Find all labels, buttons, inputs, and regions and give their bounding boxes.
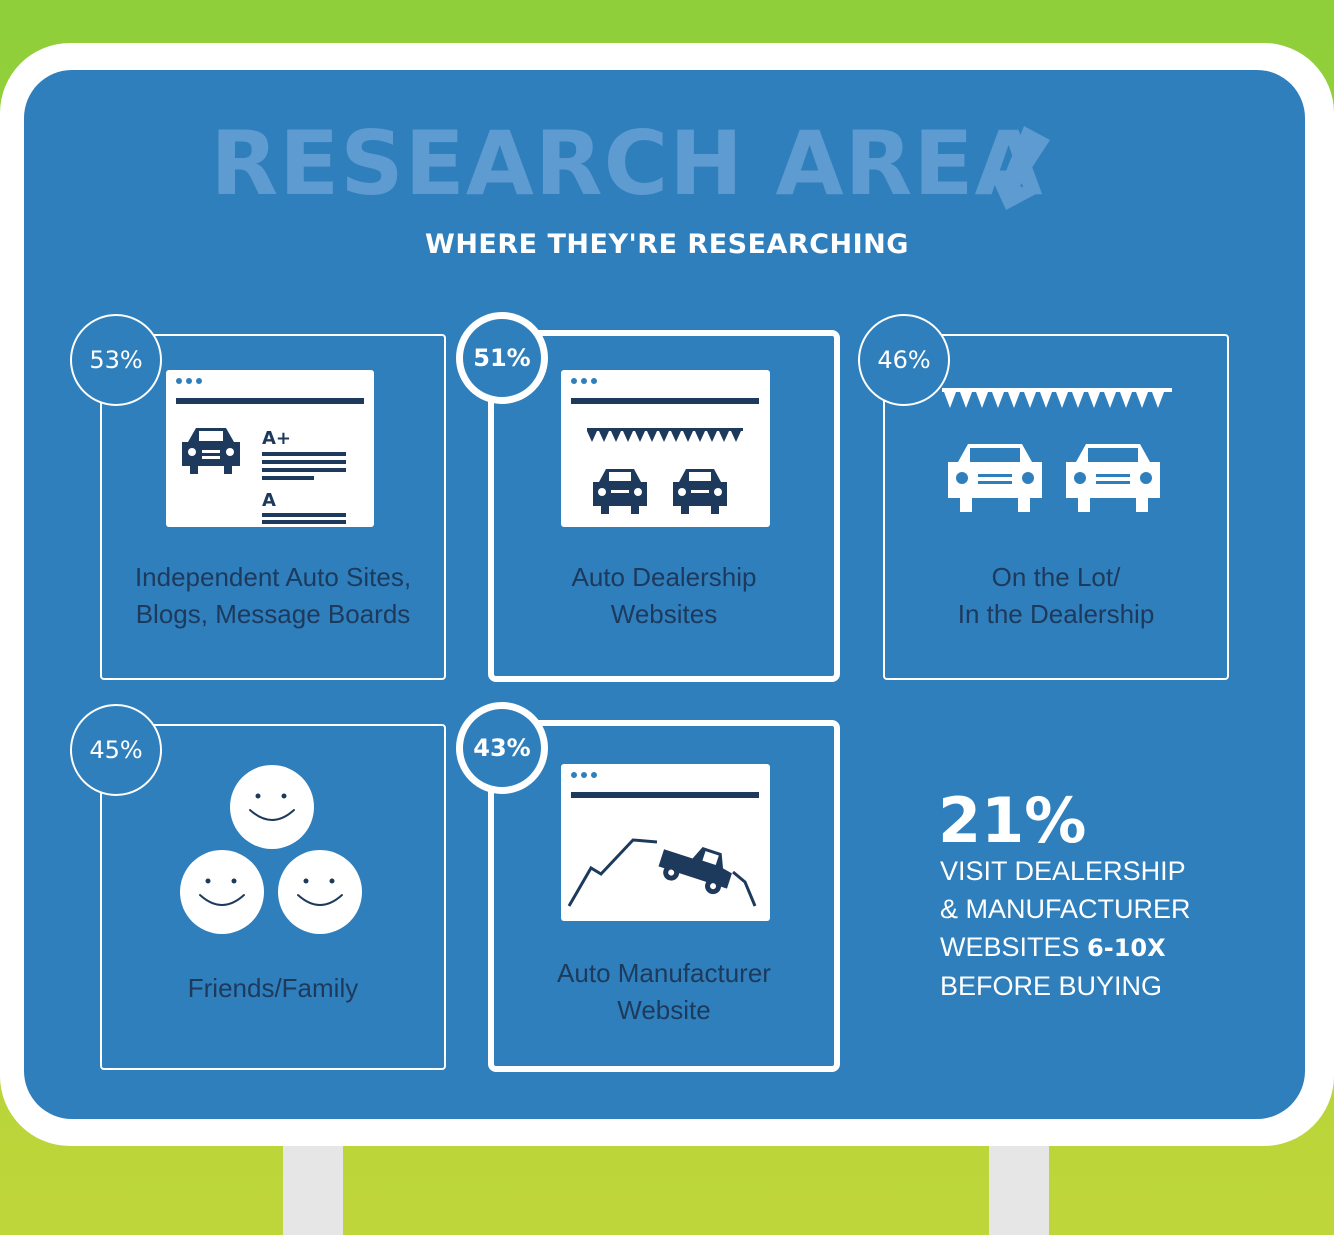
percent-badge: 45% bbox=[70, 704, 162, 796]
card-label: Friends/Family bbox=[187, 973, 359, 1003]
page-title: RESEARCH AREA bbox=[210, 112, 1044, 215]
card-independent-sites bbox=[100, 334, 446, 680]
card-dealership-websites bbox=[488, 330, 840, 682]
browser-dealership-icon bbox=[561, 370, 770, 527]
card-friends-family bbox=[100, 724, 446, 1070]
card-label: On the Lot/In the Dealership bbox=[957, 562, 1155, 629]
percent-badge: 53% bbox=[70, 314, 162, 406]
stat-description: VISIT DEALERSHIP & MANUFACTURER WEBSITES… bbox=[940, 856, 1191, 1001]
card-label: Independent Auto Sites,Blogs, Message Bo… bbox=[134, 562, 412, 629]
svg-text:A: A bbox=[262, 490, 276, 511]
smiley-faces-icon bbox=[180, 765, 362, 934]
percent-badge: 51% bbox=[456, 312, 548, 404]
subtitle: WHERE THEY'RE RESEARCHING bbox=[425, 229, 909, 260]
car-lot-icon bbox=[942, 388, 1172, 512]
browser-review-icon: A+ A bbox=[166, 370, 374, 527]
sign-post-left bbox=[283, 1146, 343, 1235]
sign-panel bbox=[24, 70, 1305, 1119]
stat-value: 21% bbox=[938, 784, 1087, 857]
percent-badge: 46% bbox=[858, 314, 950, 406]
browser-truck-icon bbox=[561, 764, 770, 921]
sign-post-right bbox=[989, 1146, 1049, 1235]
svg-text:A+: A+ bbox=[262, 428, 291, 449]
card-on-the-lot bbox=[883, 334, 1229, 680]
percent-badge: 43% bbox=[456, 702, 548, 794]
card-manufacturer-website bbox=[488, 720, 840, 1072]
down-left-arrow-icon bbox=[988, 126, 1050, 210]
